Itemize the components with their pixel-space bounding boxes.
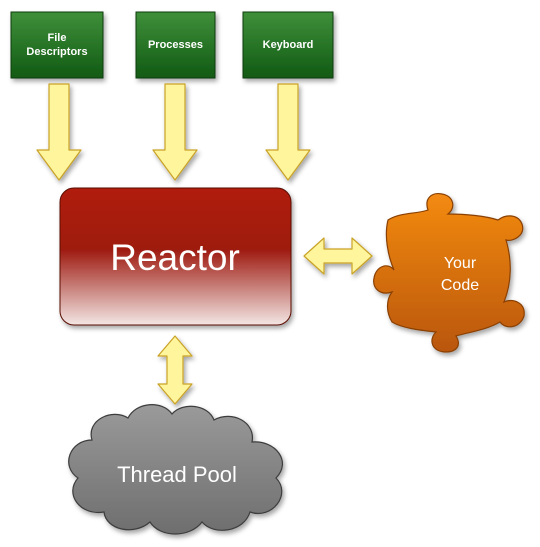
keyboard-box: Keyboard: [242, 11, 334, 79]
arrow-file-descriptors-to-reactor: [36, 83, 82, 181]
file-descriptors-label-line2: Descriptors: [26, 46, 87, 58]
arrow-keyboard-to-reactor: [265, 83, 311, 181]
arrow-processes-to-reactor: [152, 83, 198, 181]
arrow-reactor-thread-pool: [157, 335, 193, 405]
processes-label: Processes: [148, 39, 203, 51]
processes-box: Processes: [135, 11, 216, 79]
your-code-label-line1: Your: [444, 255, 477, 272]
thread-pool-cloud-icon: Thread Pool: [68, 404, 283, 535]
reactor-box: Reactor: [59, 187, 292, 326]
keyboard-label: Keyboard: [263, 39, 314, 51]
thread-pool-label: Thread Pool: [117, 462, 237, 487]
file-descriptors-label-line1: File: [48, 32, 67, 44]
your-code-puzzle-icon: Your Code: [373, 193, 525, 353]
file-descriptors-box: File Descriptors: [10, 11, 104, 79]
arrow-reactor-your-code: [303, 237, 373, 275]
your-code-label-line2: Code: [441, 277, 479, 294]
reactor-label: Reactor: [110, 237, 240, 278]
